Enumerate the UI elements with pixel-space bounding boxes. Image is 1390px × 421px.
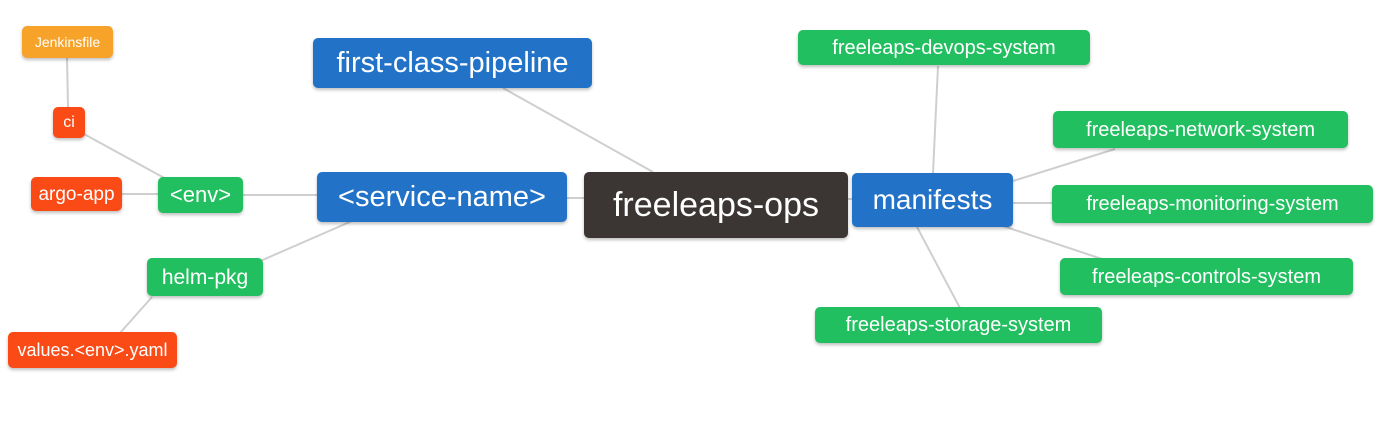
node-argo-app[interactable]: argo-app	[31, 177, 122, 211]
node-manifests[interactable]: manifests	[852, 173, 1013, 227]
node-freeleaps-network-system[interactable]: freeleaps-network-system	[1053, 111, 1348, 148]
edge-first-class-pipeline-freeleaps-ops	[502, 87, 654, 173]
node-first-class-pipeline[interactable]: first-class-pipeline	[313, 38, 592, 88]
edge-manifests-controls-system	[999, 224, 1103, 260]
node-freeleaps-controls-system[interactable]: freeleaps-controls-system	[1060, 258, 1353, 295]
edge-helm-pkg-service-name	[257, 220, 353, 263]
node-helm-pkg[interactable]: helm-pkg	[147, 258, 263, 296]
edge-jenkinsfile-ci	[66, 57, 69, 108]
edge-ci-env	[83, 133, 169, 181]
node-freeleaps-monitoring-system[interactable]: freeleaps-monitoring-system	[1052, 185, 1373, 223]
edge-manifests-devops-system	[932, 65, 939, 174]
node-ci[interactable]: ci	[53, 107, 85, 138]
node-freeleaps-devops-system[interactable]: freeleaps-devops-system	[798, 30, 1090, 65]
node-freeleaps-ops-root[interactable]: freeleaps-ops	[584, 172, 848, 238]
node-values-env-yaml[interactable]: values.<env>.yaml	[8, 332, 177, 368]
node-service-name[interactable]: <service-name>	[317, 172, 567, 222]
edge-manifests-network-system	[1012, 148, 1116, 182]
edge-values-env-yaml-helm-pkg	[119, 296, 153, 334]
node-env[interactable]: <env>	[158, 177, 243, 213]
edge-manifests-storage-system	[916, 226, 961, 309]
node-freeleaps-storage-system[interactable]: freeleaps-storage-system	[815, 307, 1102, 343]
node-jenkinsfile[interactable]: Jenkinsfile	[22, 26, 113, 58]
